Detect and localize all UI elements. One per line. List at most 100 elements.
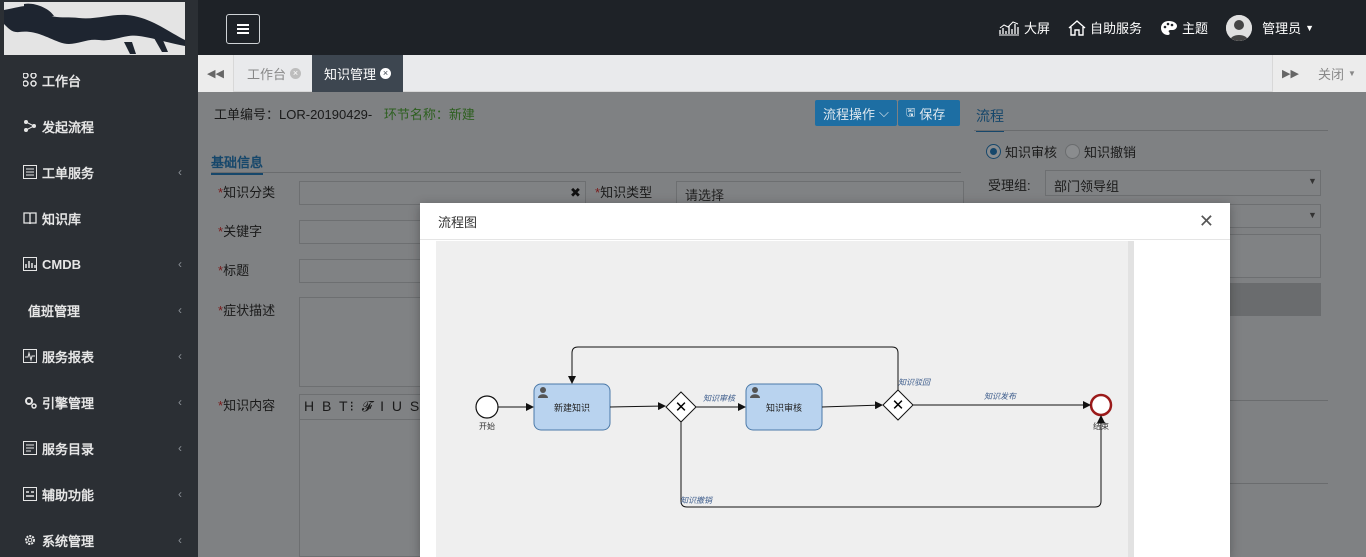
- chevron-left-icon: ‹: [178, 487, 182, 501]
- user-menu[interactable]: 管理员 ▼: [1226, 14, 1314, 41]
- clear-icon[interactable]: ✖: [570, 185, 581, 200]
- title-input[interactable]: [299, 259, 423, 283]
- logo: [4, 2, 185, 55]
- bpmn-diagram: 开始 新建知识 ✕ 知识审核: [475, 346, 1113, 508]
- gateway-x-icon: ✕: [675, 399, 688, 416]
- user-avatar-icon: [1226, 14, 1253, 41]
- group-select-value: 部门领导组: [1054, 179, 1120, 194]
- close-icon[interactable]: ✕: [1198, 211, 1214, 231]
- sidebar-item-7[interactable]: 引擎管理‹: [0, 379, 198, 425]
- edge-reject-label: 知识驳回: [898, 378, 931, 387]
- self-service-link[interactable]: 自助服务: [1068, 18, 1142, 37]
- section-title: 基础信息: [211, 152, 264, 175]
- category-label: *知识分类: [218, 185, 276, 200]
- end-event[interactable]: [1089, 393, 1113, 417]
- catalog-icon: [22, 440, 38, 456]
- radio-review[interactable]: [986, 144, 1001, 159]
- ticket-no: LOR-20190429-: [279, 107, 373, 122]
- sidebar-item-4[interactable]: CMDB‹: [0, 241, 198, 287]
- top-right-links: 大屏 自助服务 主题: [998, 0, 1314, 55]
- big-screen-link[interactable]: 大屏: [998, 18, 1050, 37]
- sidebar-item-8[interactable]: 服务目录‹: [0, 425, 198, 471]
- sidebar-item-10[interactable]: 系统管理‹: [0, 517, 198, 557]
- chevron-left-icon: ‹: [178, 303, 182, 317]
- editor-toolbar-divider: [299, 419, 423, 420]
- keyword-input[interactable]: [299, 220, 423, 244]
- top-bar: 大屏 自助服务 主题: [198, 0, 1366, 55]
- sidebar-item-label: 知识库: [42, 211, 82, 227]
- diagram-canvas: 开始 新建知识 ✕ 知识审核: [436, 241, 1128, 557]
- flow-ops-button[interactable]: 流程操作 ⌵: [815, 100, 897, 126]
- user-task-icon: [750, 387, 760, 398]
- ticket-no-label: 工单编号：: [214, 107, 280, 122]
- category-input[interactable]: [299, 181, 586, 205]
- sidebar-item-6[interactable]: 服务报表‹: [0, 333, 198, 379]
- list-icon: [22, 164, 38, 180]
- sidebar-item-label: 发起流程: [42, 119, 95, 135]
- theme-link[interactable]: 主题: [1160, 18, 1208, 37]
- palette-icon: [1161, 20, 1178, 35]
- save-button[interactable]: 🖫 保存: [898, 100, 960, 126]
- close-tabs-dropdown[interactable]: 关闭 ▼: [1308, 55, 1366, 92]
- radio-revoke[interactable]: [1065, 144, 1081, 159]
- edge-task2-gw2: [821, 401, 883, 410]
- tabs-bar: ◀◀ 工作台 × 知识管理 × ▶▶ 关闭 ▼: [198, 55, 1366, 92]
- symptom-textarea[interactable]: [299, 297, 423, 387]
- group-select[interactable]: [1045, 170, 1321, 196]
- tab-label: 知识管理: [324, 67, 377, 82]
- tab-scroll-left-button[interactable]: ◀◀: [198, 55, 234, 92]
- bull-logo-icon: [4, 2, 185, 55]
- start-label: 开始: [479, 421, 495, 431]
- title-label: *标题: [218, 263, 250, 278]
- edge-publish-label: 知识发布: [984, 392, 1017, 401]
- tab-close-icon[interactable]: ×: [290, 68, 302, 79]
- chevron-left-icon: ‹: [178, 441, 182, 455]
- keyword-label: *关键字: [218, 224, 263, 239]
- chart-icon: [22, 256, 38, 272]
- gear-cog-icon: [22, 394, 38, 410]
- hamburger-icon: [237, 24, 249, 34]
- side-title: 流程: [976, 106, 1004, 132]
- user-name: 管理员: [1262, 21, 1302, 36]
- menu-toggle-button[interactable]: [226, 14, 260, 44]
- gateway-2[interactable]: [882, 389, 914, 421]
- ticket-info: 工单编号：LOR-20190429- 环节名称：新建: [214, 104, 475, 123]
- chevron-left-icon: ‹: [178, 165, 182, 179]
- gateway-x-icon: ✕: [892, 397, 905, 414]
- sidebar-item-1[interactable]: 发起流程: [0, 103, 198, 149]
- step-name: 环节名称：新建: [383, 107, 475, 122]
- caret-down-icon: ▼: [1348, 69, 1356, 78]
- start-event[interactable]: [475, 395, 499, 419]
- tab-close-icon[interactable]: ×: [380, 68, 392, 79]
- modal-title: 流程图: [438, 214, 478, 230]
- tab-label: 工作台: [247, 67, 287, 82]
- bar-chart-icon: [999, 20, 1020, 35]
- tab-knowledge[interactable]: 知识管理 ×: [312, 55, 404, 92]
- radio-review-label: 知识审核: [1005, 145, 1058, 160]
- edge-task1-gw1: [609, 402, 666, 411]
- big-screen-label: 大屏: [1024, 21, 1051, 36]
- edge-gw2-reject: [568, 346, 899, 390]
- tab-workbench[interactable]: 工作台 ×: [235, 55, 313, 92]
- group-label: 受理组:: [988, 178, 1031, 193]
- chevron-left-icon: ‹: [178, 257, 182, 271]
- sidebar-item-9[interactable]: 辅助功能 ‹: [0, 471, 198, 517]
- content-editor[interactable]: [299, 394, 423, 557]
- sidebar-item-label: 辅助功能: [42, 487, 95, 503]
- avatar: [1226, 14, 1253, 41]
- sidebar-item-0[interactable]: 工作台: [0, 57, 198, 103]
- chevron-left-icon: ‹: [178, 533, 182, 547]
- sidebar-item-5[interactable]: 值班管理‹: [0, 287, 198, 333]
- diagram-scrollbar[interactable]: [1128, 241, 1134, 557]
- sidebar-nav: 工作台发起流程工单服务 ‹ 知识库 CMDB‹值班管理‹服务报表‹引擎管理‹服务目录‹…: [0, 57, 198, 557]
- sidebar-item-label: 工单服务: [42, 165, 95, 181]
- editor-toolbar[interactable]: H B T⁝ 𝓕 I U S: [304, 398, 422, 414]
- sidebar-item-2[interactable]: 工单服务 ‹: [0, 149, 198, 195]
- flow-diagram-modal: 流程图 ✕ 开始 新建知识: [420, 203, 1230, 557]
- sidebar-item-3[interactable]: 知识库: [0, 195, 198, 241]
- double-left-icon: ◀◀: [207, 68, 224, 80]
- edge-review-label: 知识审核: [703, 394, 737, 403]
- tab-scroll-right-button[interactable]: ▶▶: [1272, 55, 1308, 92]
- chevron-left-icon: ‹: [178, 349, 182, 363]
- chevron-down-icon: ⌵: [879, 105, 889, 120]
